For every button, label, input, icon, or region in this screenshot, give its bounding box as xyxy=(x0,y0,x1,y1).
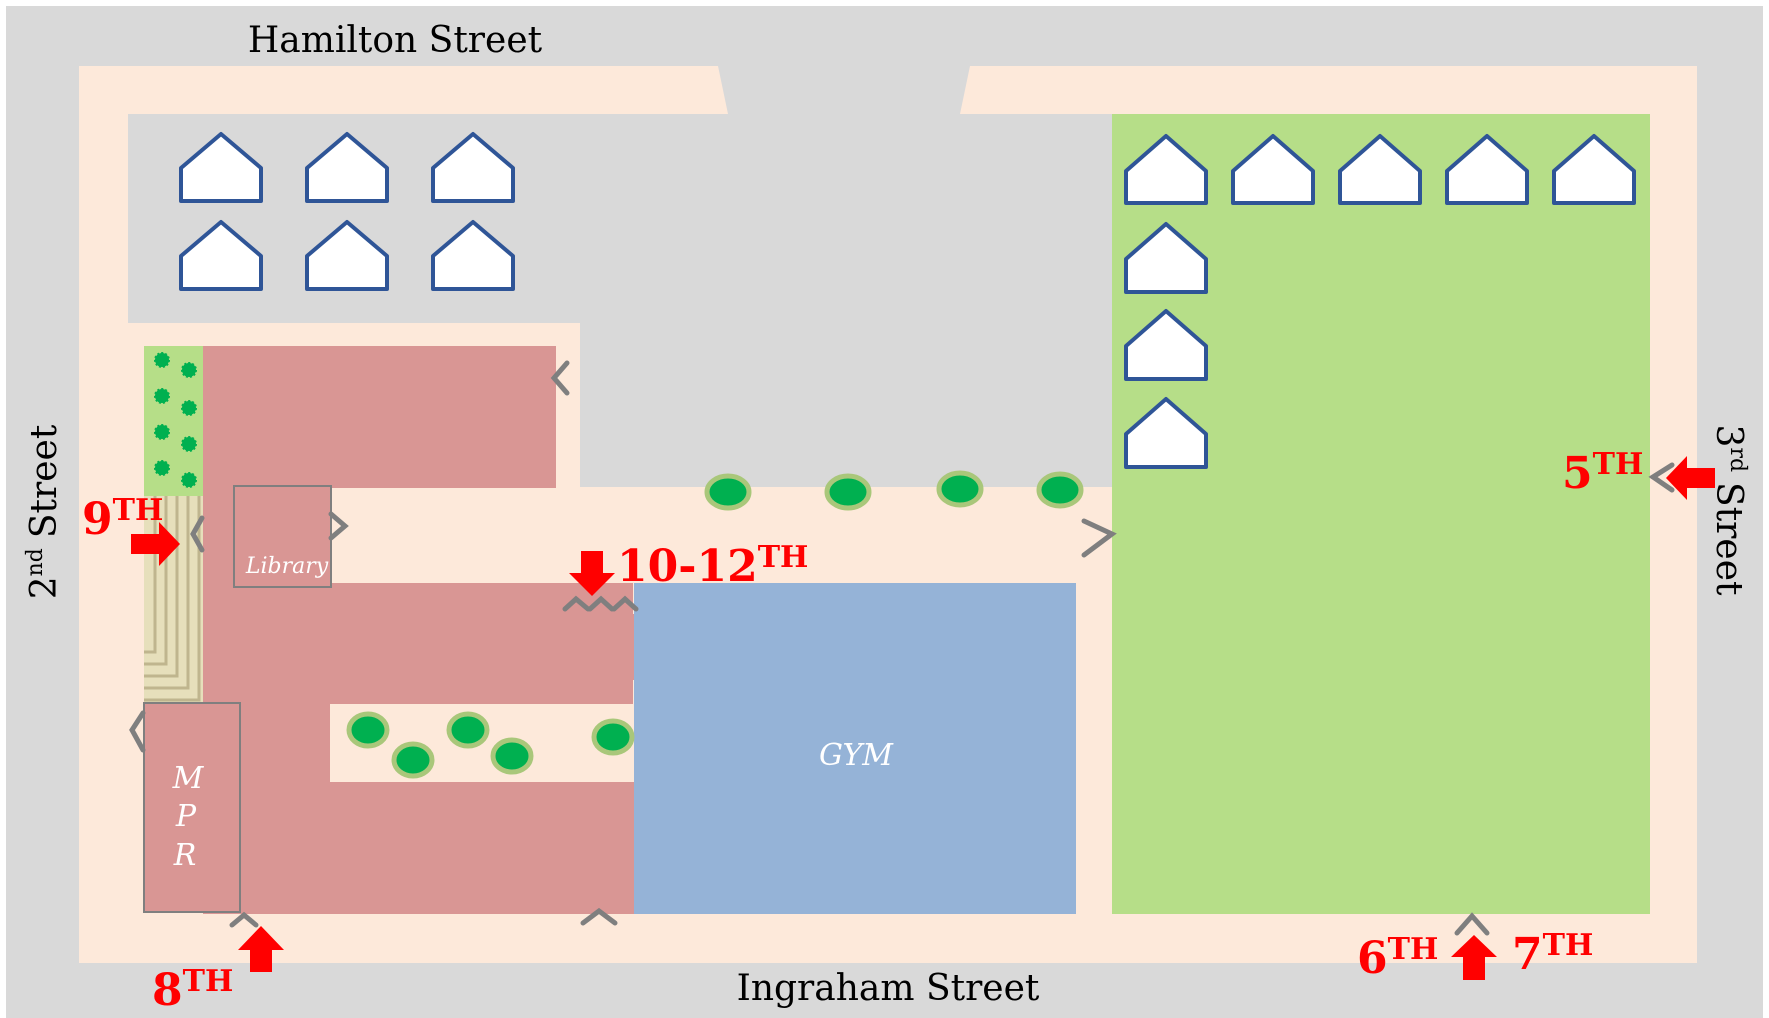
portable-icon xyxy=(431,132,515,203)
grade-label-6th: 6TH xyxy=(1357,932,1438,984)
portable-icon xyxy=(179,220,263,291)
entrance-arrows xyxy=(131,456,1715,980)
street-label-2nd: 2ndStreet xyxy=(23,424,65,599)
door-icon xyxy=(562,595,591,612)
door-icon xyxy=(611,595,639,612)
portables-east xyxy=(1124,134,1636,469)
portables-west xyxy=(179,132,515,291)
mpr-label-m: M xyxy=(172,761,205,796)
grade-label-8th: 8TH xyxy=(152,964,233,1016)
grade-label-10-12th: 10-12TH xyxy=(617,540,808,592)
portable-icon xyxy=(1124,134,1208,205)
portable-icon xyxy=(305,132,389,203)
library-room xyxy=(233,485,332,588)
portable-icon xyxy=(1338,134,1422,205)
portable-icon xyxy=(431,220,515,291)
door-icon xyxy=(580,907,618,926)
library-label: Library xyxy=(245,554,329,579)
street-label-3rd: 3rdStreet xyxy=(1708,425,1750,596)
portable-icon xyxy=(1124,397,1208,469)
door-icon xyxy=(587,595,615,612)
arrow-icon xyxy=(1451,935,1497,980)
portable-icon xyxy=(179,132,263,203)
door-icon xyxy=(190,515,205,553)
door-icon xyxy=(129,710,146,753)
portable-icon xyxy=(1231,134,1315,205)
arrow-icon xyxy=(1666,456,1715,500)
portable-icon xyxy=(305,220,389,291)
portable-icon xyxy=(1124,222,1208,294)
arrow-icon xyxy=(131,522,180,566)
grade-label-9th: 9TH xyxy=(82,493,163,545)
door-icon xyxy=(1454,912,1490,936)
door-icon xyxy=(1648,462,1675,493)
gym-label: GYM xyxy=(819,738,894,773)
shrubs xyxy=(346,470,1084,779)
door-icon xyxy=(550,360,570,396)
garden-flowers xyxy=(154,352,197,488)
street-label-ingraham: Ingraham Street xyxy=(737,968,1040,1009)
play-field xyxy=(1112,114,1650,914)
arrow-icon xyxy=(238,926,284,972)
mpr-label-p: P xyxy=(175,799,197,834)
door-icon xyxy=(229,911,259,928)
portable-icon xyxy=(1552,134,1636,205)
door-icon xyxy=(328,511,349,541)
grade-label-5th: 5TH xyxy=(1562,447,1643,499)
portable-icon xyxy=(1124,309,1208,381)
portable-icon xyxy=(1445,134,1529,205)
parking-lot xyxy=(128,114,1112,487)
gym-building xyxy=(634,583,1076,914)
grade-label-7th: 7TH xyxy=(1512,928,1593,980)
street-label-hamilton: Hamilton Street xyxy=(248,20,543,61)
door-icon xyxy=(1081,518,1117,558)
mpr-label-r: R xyxy=(173,838,197,873)
mpr-room xyxy=(143,702,241,913)
arrow-icon xyxy=(569,551,615,596)
doors xyxy=(129,360,1675,936)
